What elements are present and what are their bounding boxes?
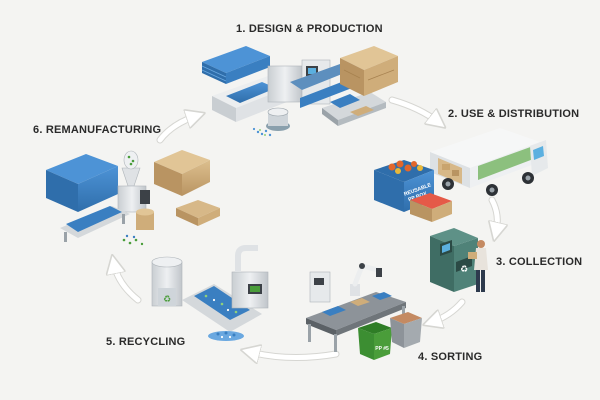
kraft-produce-box — [410, 193, 452, 222]
pellet-pile — [208, 331, 244, 341]
delivery-truck — [430, 128, 548, 196]
design-production-illustration — [201, 46, 398, 137]
blue-container — [46, 154, 118, 212]
collection-illustration: ♻ — [430, 228, 488, 292]
bin-print: PP #5 — [375, 346, 389, 352]
kraft-tray — [176, 200, 220, 226]
stage-label-remanufacturing: 6. REMANUFACTURING — [33, 124, 162, 136]
arrow-4-to-5 — [250, 352, 340, 358]
hopper-machine — [117, 150, 150, 213]
arrow-5-to-6 — [114, 264, 142, 304]
silo: ♻ — [151, 256, 183, 307]
stage-label-use-distribution: 2. USE & DISTRIBUTION — [448, 108, 580, 120]
pellet-spool — [252, 107, 290, 137]
grey-bin — [390, 312, 422, 348]
shredder-conveyor — [182, 284, 262, 332]
kraft-crate — [340, 46, 398, 96]
kraft-crate — [154, 150, 210, 196]
remanufacturing-illustration — [46, 150, 220, 246]
green-bin: PP #5 — [358, 322, 392, 360]
sorting-conveyor — [306, 292, 406, 352]
arrow-6-to-1 — [156, 116, 196, 144]
stage-label-collection: 3. COLLECTION — [496, 256, 583, 268]
extruder — [231, 245, 269, 309]
stage-label-design-production: 1. DESIGN & PRODUCTION — [236, 23, 383, 35]
person-depositing — [468, 240, 488, 292]
arrow-1-to-2 — [388, 96, 438, 122]
stage-label-recycling: 5. RECYCLING — [106, 336, 186, 348]
forming-machine — [212, 59, 352, 122]
stage-label-sorting: 4. SORTING — [418, 351, 483, 363]
collection-kiosk: ♻ — [430, 228, 478, 292]
pellet-spool — [122, 208, 154, 246]
recycle-icon: ♻ — [460, 265, 468, 275]
arrow-2-to-3 — [492, 196, 497, 232]
sorting-cabinet — [309, 271, 331, 303]
output-conveyor — [322, 92, 386, 126]
recycling-illustration: ♻ — [151, 245, 269, 341]
use-distribution-illustration: REUSABLE PP BOX — [374, 128, 548, 222]
recycle-icon: ♻ — [163, 295, 171, 305]
robot-arm — [350, 263, 382, 296]
arrow-3-to-4 — [432, 298, 466, 322]
remanufacture-conveyor — [60, 206, 130, 242]
blue-sheet-stack — [201, 46, 270, 84]
sorting-illustration: PP #5 — [306, 263, 422, 360]
